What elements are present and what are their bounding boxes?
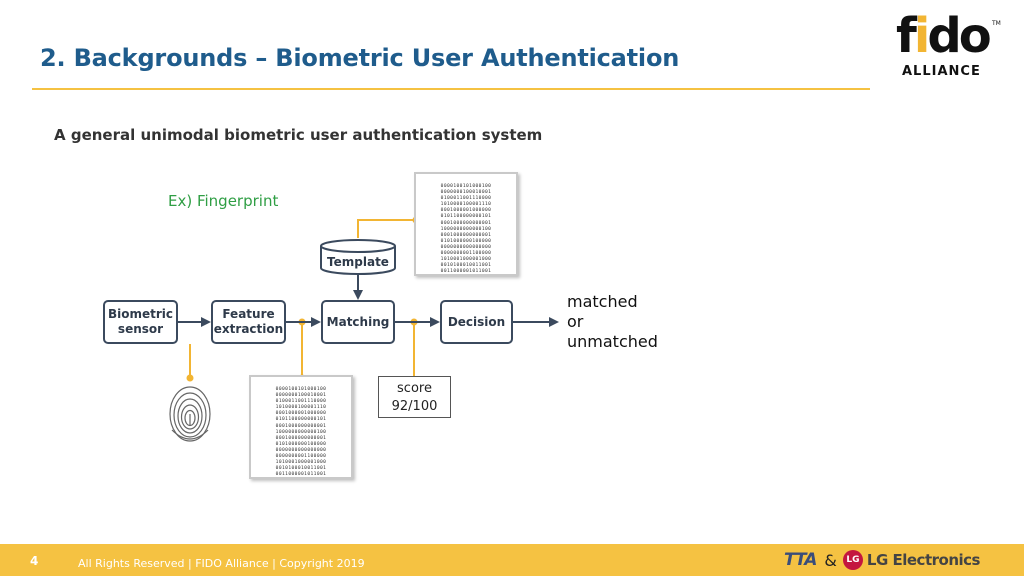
connector-dot bbox=[186, 374, 194, 382]
footer-bar: 4 All Rights Reserved | FIDO Alliance | … bbox=[0, 544, 1024, 576]
tta-logo: TTA bbox=[784, 550, 817, 570]
slide-subtitle: A general unimodal biometric user authen… bbox=[54, 126, 543, 144]
flow-arrows bbox=[178, 272, 559, 327]
feature-binary-text: 0000100101000100 0000000100010001 010001… bbox=[275, 387, 327, 478]
template-database-shape bbox=[320, 239, 396, 275]
example-label: Ex) Fingerprint bbox=[168, 192, 279, 210]
biometric-sensor-box: Biometric sensor bbox=[103, 300, 178, 344]
logo-alliance-text: ALLIANCE bbox=[902, 64, 981, 79]
title-divider bbox=[32, 88, 870, 90]
partner-logos: TTA & LG LG Electronics bbox=[784, 548, 980, 572]
page-number: 4 bbox=[30, 554, 39, 568]
copyright-text: All Rights Reserved | FIDO Alliance | Co… bbox=[78, 557, 365, 570]
ampersand: & bbox=[824, 550, 837, 570]
fingerprint-icon bbox=[169, 386, 211, 442]
score-box: score 92/100 bbox=[378, 376, 451, 418]
template-image-connector bbox=[357, 219, 416, 238]
decision-outcome: matched or unmatched bbox=[567, 292, 658, 351]
template-database: Template bbox=[321, 252, 395, 272]
fido-alliance-logo: fido TM ALLIANCE bbox=[892, 8, 1004, 80]
template-binary-text: 0000100101000100 0000000100010001 010001… bbox=[440, 184, 492, 275]
template-binary-image: 0000100101000100 0000000100010001 010001… bbox=[414, 172, 518, 276]
page-title: 2. Backgrounds – Biometric User Authenti… bbox=[40, 44, 680, 72]
template-label: Template bbox=[327, 254, 389, 269]
lg-electronics-logo: LG Electronics bbox=[866, 551, 981, 569]
feature-extraction-box: Feature extraction bbox=[211, 300, 286, 344]
decision-box: Decision bbox=[440, 300, 513, 344]
lg-logo-icon: LG bbox=[842, 550, 863, 570]
yellow-connectors bbox=[189, 219, 416, 378]
trademark-mark: TM bbox=[992, 20, 1001, 27]
feature-binary-image: 0000100101000100 0000000100010001 010001… bbox=[249, 375, 353, 479]
matching-box: Matching bbox=[321, 300, 395, 344]
logo-wordmark: fido bbox=[896, 8, 992, 64]
